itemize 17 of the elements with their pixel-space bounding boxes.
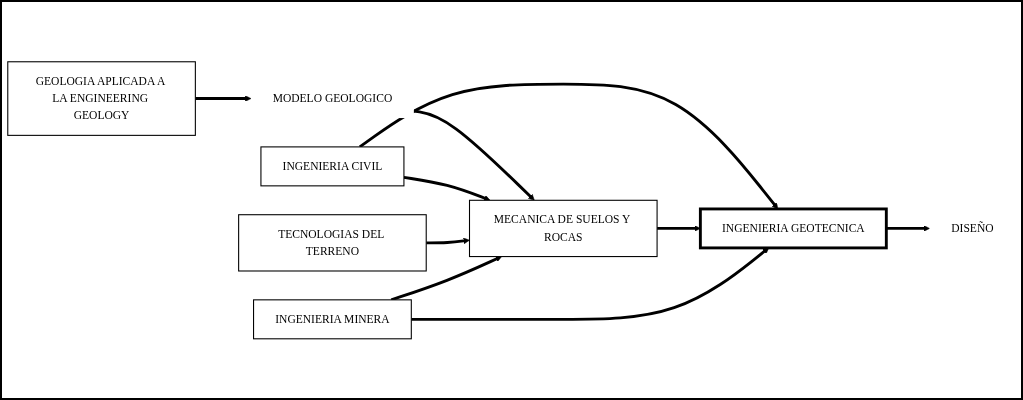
arrow: [403, 175, 491, 201]
node-text: MODELO GEOLOGICO: [272, 91, 393, 105]
arrow: [657, 224, 701, 232]
node-box: INGENIERIA GEOTECNICA: [698, 207, 888, 250]
node-box: MECANICA DE SUELOS Y ROCAS: [468, 199, 658, 257]
arrow: [413, 109, 535, 201]
node-box: GEOLOGIA APLICADA A LA ENGINEERING GEOLOGY: [7, 60, 196, 136]
node-box: INGENIERIA CIVIL: [260, 146, 405, 187]
node-box: INGENIERIA MINERA: [253, 299, 412, 340]
arrow: [390, 255, 502, 301]
node-box: TECNOLOGIAS DEL TERRENO: [238, 213, 427, 272]
arrow: [195, 95, 252, 102]
arrow: [411, 247, 770, 321]
node-text: DISEÑO: [951, 221, 994, 234]
arrow: [358, 82, 779, 209]
arrow: [886, 224, 930, 232]
arrow: [426, 237, 470, 244]
